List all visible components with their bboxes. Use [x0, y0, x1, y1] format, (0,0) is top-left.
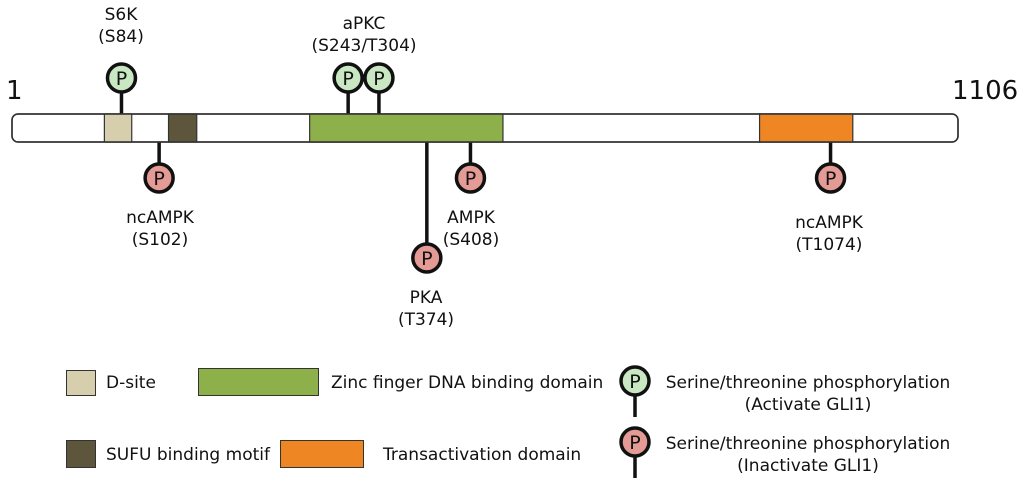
svg-text:P: P: [629, 371, 640, 393]
stems-layer: [119, 92, 833, 244]
legend-activate-line1: Serine/threonine phosphorylation: [665, 373, 951, 393]
phospho-icon-apkc-s243-letter: P: [342, 68, 353, 90]
legend-symbols: PP: [619, 365, 651, 478]
legend-swatch-transactivation: [280, 440, 364, 468]
domain-d-site: [103, 113, 133, 143]
label-ncampk-t1074-residue: (T1074): [795, 235, 863, 255]
label-apkc-residues: (S243/T304): [311, 36, 417, 56]
legend-activate-line2: (Activate GLI1): [744, 395, 872, 415]
label-ncampk-s102: ncAMPK (S102): [100, 207, 220, 251]
legend-phospho-icon-inactivate: P: [619, 426, 651, 458]
phospho-icon-apkc-t304: P: [363, 62, 395, 94]
legend-inactivate-line2: (Inactivate GLI1): [737, 456, 879, 476]
phospho-icon-apkc-s243: P: [332, 62, 364, 94]
label-pka: PKA (T374): [371, 287, 481, 331]
label-apkc: aPKC (S243/T304): [299, 13, 429, 57]
phospho-icon-ncampk-s102-letter: P: [153, 168, 164, 190]
legend-label-zinc-finger: Zinc finger DNA binding domain: [331, 373, 604, 393]
label-ncampk-s102-residue: (S102): [131, 230, 189, 250]
phospho-icon-pka-t374-letter: P: [421, 248, 432, 270]
label-ncampk-t1074-kinase: ncAMPK: [795, 213, 863, 233]
phospho-icon-ampk-s408: P: [454, 162, 487, 194]
label-ncampk-t1074: ncAMPK (T1074): [766, 212, 892, 256]
label-s6k-residue: (S84): [98, 27, 144, 47]
label-s6k-kinase: S6K: [104, 5, 138, 25]
legend-phospho-icon-activate: P: [619, 365, 651, 397]
legend-label-transactivation: Transactivation domain: [383, 445, 582, 465]
end-residue-label: 1106: [952, 76, 1019, 106]
legend-swatch-sufu: [66, 440, 96, 468]
legend-swatch-zinc-finger: [198, 368, 319, 396]
phospho-icon-apkc-t304-letter: P: [373, 68, 384, 90]
domain-zinc-finger: [309, 113, 504, 143]
label-ampk: AMPK (S408): [416, 207, 526, 251]
phospho-icon-pka-t374: P: [411, 242, 443, 274]
phospho-icon-ncampk-t1074: P: [814, 162, 847, 194]
label-pka-kinase: PKA: [409, 288, 443, 308]
start-residue-label: 1: [6, 76, 23, 106]
legend-label-sufu: SUFU binding motif: [106, 445, 270, 465]
label-pka-residue: (T374): [397, 310, 455, 330]
phospho-icon-s6k-s84: P: [105, 62, 138, 94]
svg-text:P: P: [629, 432, 640, 454]
legend-label-activate: Serine/threonine phosphorylation (Activa…: [660, 372, 956, 416]
phospho-icon-s6k-s84-letter: P: [116, 68, 127, 90]
legend-swatch-d-site: [66, 370, 96, 396]
phospho-icon-ncampk-t1074-letter: P: [825, 168, 836, 190]
domain-transactivation: [758, 113, 854, 143]
label-ncampk-s102-kinase: ncAMPK: [126, 208, 194, 228]
protein-bar-outline: [11, 113, 959, 143]
phospho-icon-ampk-s408-letter: P: [465, 168, 476, 190]
legend-label-d-site: D-site: [106, 373, 156, 393]
legend-label-inactivate: Serine/threonine phosphorylation (Inacti…: [660, 433, 956, 477]
domain-sufu-binding-motif: [167, 113, 198, 143]
label-s6k: S6K (S84): [66, 4, 176, 48]
label-ampk-kinase: AMPK: [447, 208, 495, 228]
label-apkc-kinase: aPKC: [342, 14, 386, 34]
legend-inactivate-line1: Serine/threonine phosphorylation: [665, 434, 951, 454]
label-ampk-residue: (S408): [442, 230, 500, 250]
phospho-icon-ncampk-s102: P: [143, 162, 175, 194]
